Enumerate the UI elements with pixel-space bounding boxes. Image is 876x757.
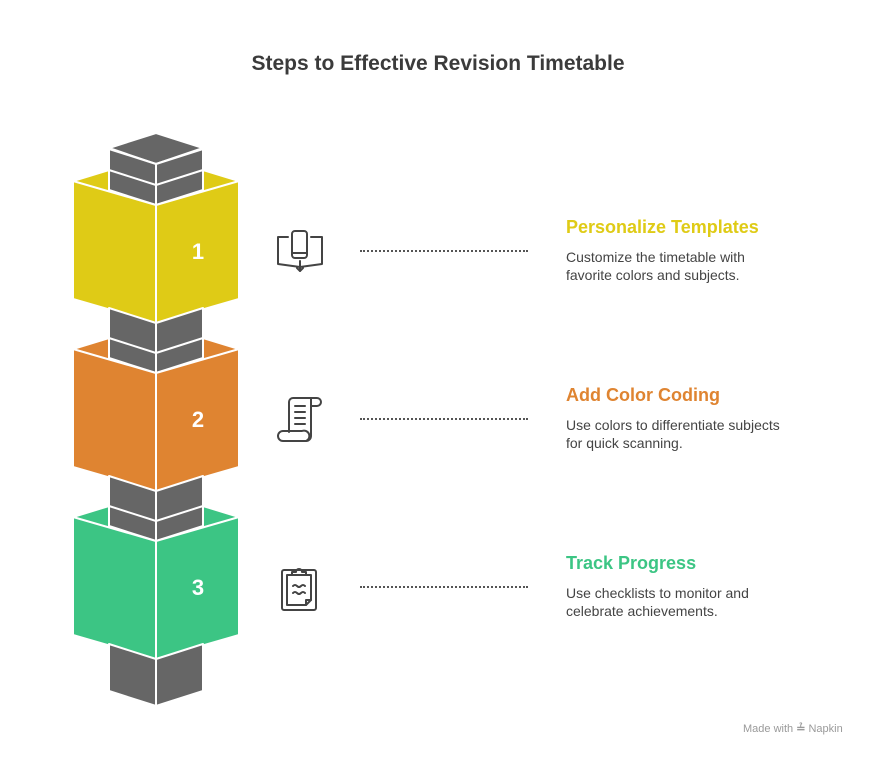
block-2-front-right xyxy=(155,348,240,492)
connector-dots-1 xyxy=(360,250,528,252)
block-1-front-right xyxy=(155,180,240,324)
step-2-desc-line2: for quick scanning. xyxy=(566,435,683,451)
step-3-heading: Track Progress xyxy=(566,553,697,573)
step-2-description: Use colors to differentiate subjects for … xyxy=(566,416,826,452)
step-3-description: Use checklists to monitor and celebrate a… xyxy=(566,584,826,620)
connector-dots-3 xyxy=(360,586,528,588)
block-stack: 1 2 3 xyxy=(72,132,240,707)
step-1-heading: Personalize Templates xyxy=(566,217,759,237)
step-2: Add Color Coding Use colors to different… xyxy=(566,385,826,452)
scroll-icon xyxy=(274,394,326,446)
step-2-heading: Add Color Coding xyxy=(566,385,720,405)
column-inner-right-2 xyxy=(155,337,204,374)
book-phone-icon xyxy=(274,226,326,278)
step-3-number: 3 xyxy=(192,575,204,600)
step-3-desc-line1: Use checklists to monitor and xyxy=(566,585,749,601)
diagram-title: Steps to Effective Revision Timetable xyxy=(251,52,625,75)
step-1-desc-line1: Customize the timetable with xyxy=(566,249,745,265)
block-3-front-left xyxy=(72,516,157,660)
napkin-logo-icon: ≟ xyxy=(796,723,806,735)
credit-badge[interactable]: Made with ≟ Napkin xyxy=(743,722,843,735)
step-1: Personalize Templates Customize the time… xyxy=(566,217,826,284)
column-inner-right-3 xyxy=(155,505,204,542)
clipboard-icon xyxy=(274,562,326,614)
connector-dots-2 xyxy=(360,418,528,420)
credit-text: Made with xyxy=(743,723,794,735)
step-2-desc-line1: Use colors to differentiate subjects xyxy=(566,417,780,433)
credit-brand: Napkin xyxy=(808,723,843,735)
block-2-front-left xyxy=(72,348,157,492)
step-2-number: 2 xyxy=(192,407,204,432)
step-3: Track Progress Use checklists to monitor… xyxy=(566,553,826,620)
step-1-number: 1 xyxy=(192,239,204,264)
step-1-description: Customize the timetable with favorite col… xyxy=(566,248,826,284)
step-3-desc-line2: celebrate achievements. xyxy=(566,603,718,619)
block-3-front-right xyxy=(155,516,240,660)
step-1-desc-line2: favorite colors and subjects. xyxy=(566,267,740,283)
column-bottom-right xyxy=(155,643,204,707)
column-inner-right-1 xyxy=(155,169,204,206)
block-1-front-left xyxy=(72,180,157,324)
